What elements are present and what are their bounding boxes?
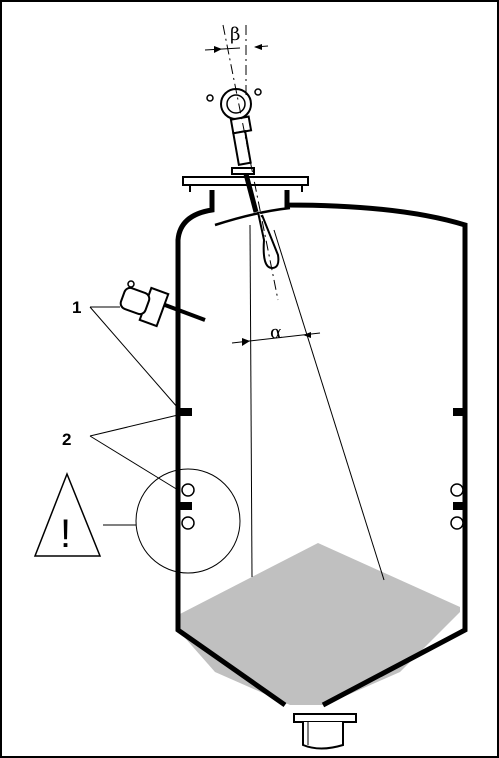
strut-right-lower (453, 502, 465, 510)
callout-2-label: 2 (62, 430, 71, 449)
outlet-flange (294, 714, 356, 722)
alpha-label: α (270, 322, 282, 343)
port-left-upper (182, 484, 194, 496)
warning-exclamation: ! (60, 512, 71, 556)
beta-label: β (230, 24, 240, 45)
callout-2-leader (90, 415, 178, 436)
bulk-material (178, 543, 460, 705)
strut-left-lower (180, 502, 192, 510)
strut-left-upper (180, 408, 192, 416)
beta-dimension-line (205, 48, 240, 50)
strut-right-upper (453, 408, 465, 416)
beam-edge-left (250, 225, 252, 577)
port-left-lower (182, 517, 194, 529)
side-mounted-instrument (119, 281, 205, 326)
beam-edge-right (274, 230, 384, 580)
port-right-upper (451, 484, 463, 496)
port-right-lower (451, 517, 463, 529)
outlet-pipe (303, 722, 343, 749)
callout-1-label: 1 (72, 298, 81, 317)
